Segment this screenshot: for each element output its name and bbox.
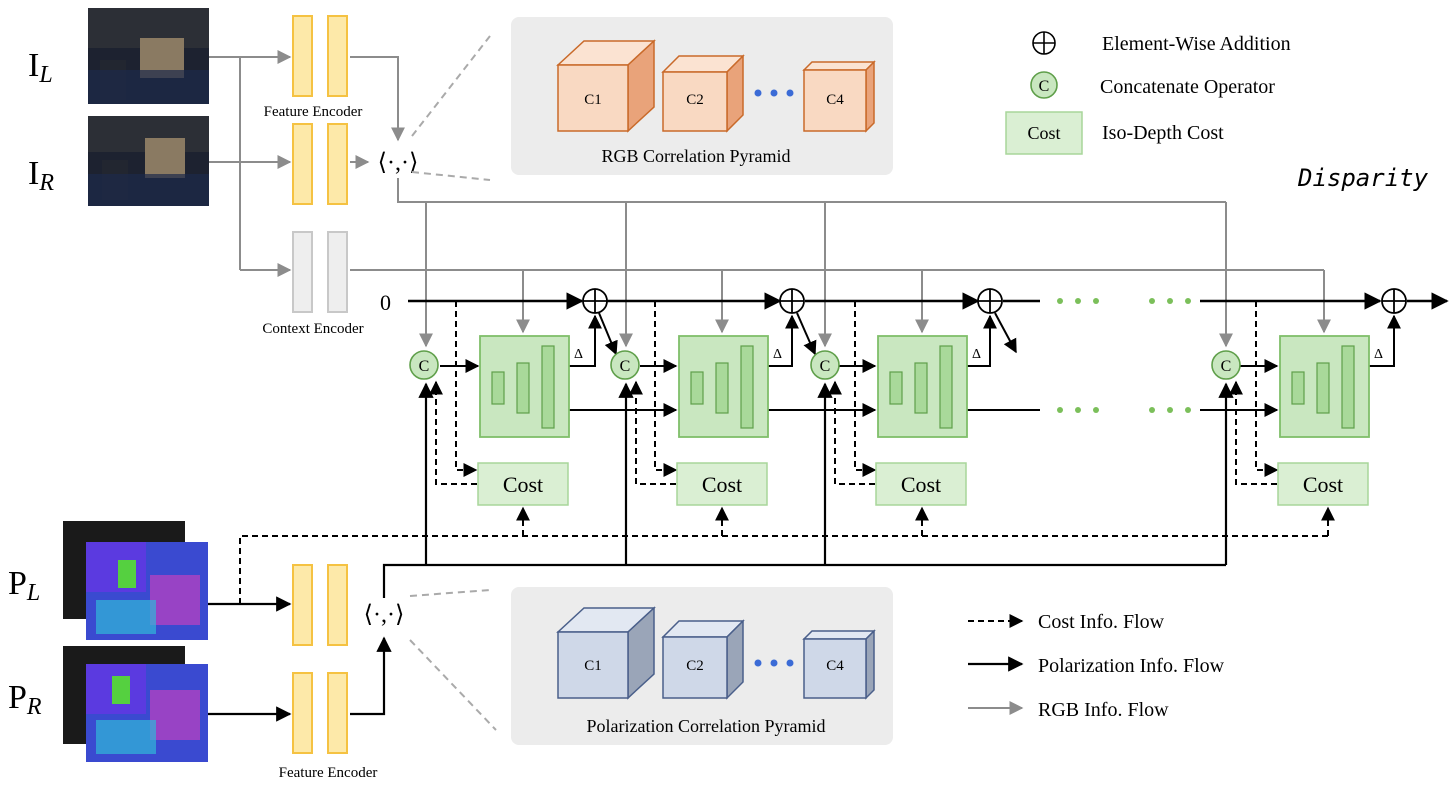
disparity-label: Disparity: [1297, 164, 1429, 192]
delta-4: Δ: [1374, 347, 1383, 362]
cost-box-1-label: Cost: [503, 472, 543, 497]
cost-legend-box: [1005, 111, 1083, 155]
concat-node-4: [1211, 350, 1241, 380]
concat-node-4-symbol: C: [1221, 358, 1232, 375]
label-pr: PR: [8, 679, 42, 720]
correlation-symbol-polarization: ⟨·,·⟩: [364, 602, 405, 628]
concat-node-3: [810, 350, 840, 380]
initial-disparity-zero: 0: [380, 290, 391, 315]
cost-legend-box-label: Cost: [1027, 123, 1060, 143]
hidden-state-lines: [440, 312, 1401, 417]
addition-legend-icon: [1032, 31, 1056, 55]
update-block-4: [1279, 335, 1370, 438]
addition-node-1: [582, 288, 608, 314]
cost-box-1: [477, 462, 569, 506]
context-encoder: [292, 231, 348, 313]
update-block-2: [678, 335, 769, 438]
concat-legend-symbol: C: [1039, 78, 1050, 95]
delta-3: Δ: [972, 347, 981, 362]
rgb-pyramid-title: RGB Correlation Pyramid: [602, 146, 791, 166]
concat-node-3-symbol: C: [820, 358, 831, 375]
cost-box-4: [1277, 462, 1369, 506]
feature-encoder-top: [292, 15, 348, 205]
correlation-symbol-rgb: ⟨·,·⟩: [378, 150, 419, 176]
delta-2: Δ: [773, 347, 782, 362]
cost-box-2: [676, 462, 768, 506]
feature-encoder-top-label: Feature Encoder: [264, 104, 363, 120]
label-il: IL: [28, 47, 53, 88]
cost-box-4-label: Cost: [1303, 472, 1343, 497]
label-ir: IR: [28, 155, 54, 196]
pol-pyramid-c1: C1: [584, 658, 602, 674]
pol-pyramid-c2: C2: [686, 658, 704, 674]
context-encoder-label: Context Encoder: [262, 321, 363, 337]
cost-flow-legend-label: Cost Info. Flow: [1038, 611, 1165, 633]
feature-encoder-bottom-label: Feature Encoder: [279, 765, 378, 781]
concat-node-2-symbol: C: [620, 358, 631, 375]
addition-node-2: [779, 288, 805, 314]
trunk-dots: [1057, 298, 1191, 413]
label-pl: PL: [8, 565, 40, 606]
addition-legend-label: Element-Wise Addition: [1102, 33, 1291, 55]
concat-node-1-symbol: C: [419, 358, 430, 375]
cost-flow-lines: [239, 301, 1335, 604]
image-right-polarization: [63, 646, 208, 762]
rgb-pyramid-c2: C2: [686, 92, 704, 108]
concat-legend-icon: [1030, 71, 1058, 99]
delta-1: Δ: [574, 347, 583, 362]
image-right-rgb: [88, 116, 209, 206]
feature-encoder-bottom: [292, 564, 348, 754]
polarization-correlation-pyramid: [409, 587, 893, 745]
update-block-3: [877, 335, 968, 438]
pol-pyramid-title: Polarization Correlation Pyramid: [587, 716, 826, 736]
cost-box-2-label: Cost: [702, 472, 742, 497]
rgb-pyramid-c1: C1: [584, 92, 602, 108]
cost-box-3: [875, 462, 967, 506]
addition-node-3: [977, 288, 1003, 314]
pol-pyramid-c4: C4: [826, 658, 844, 674]
polarization-flow-lines: [208, 382, 1234, 722]
concat-node-2: [610, 350, 640, 380]
rgb-pyramid-c4: C4: [826, 92, 844, 108]
rgb-flow-legend-label: RGB Info. Flow: [1038, 699, 1169, 721]
concat-node-1: [409, 350, 439, 380]
image-left-polarization: [63, 521, 208, 640]
concat-legend-label: Concatenate Operator: [1100, 76, 1275, 98]
rgb-correlation-pyramid: [411, 17, 893, 181]
cost-legend-label: Iso-Depth Cost: [1102, 122, 1224, 144]
image-left-rgb: [88, 8, 209, 104]
addition-node-4: [1381, 288, 1407, 314]
update-block-1: [479, 335, 570, 438]
pol-flow-legend-label: Polarization Info. Flow: [1038, 655, 1225, 677]
cost-box-3-label: Cost: [901, 472, 941, 497]
